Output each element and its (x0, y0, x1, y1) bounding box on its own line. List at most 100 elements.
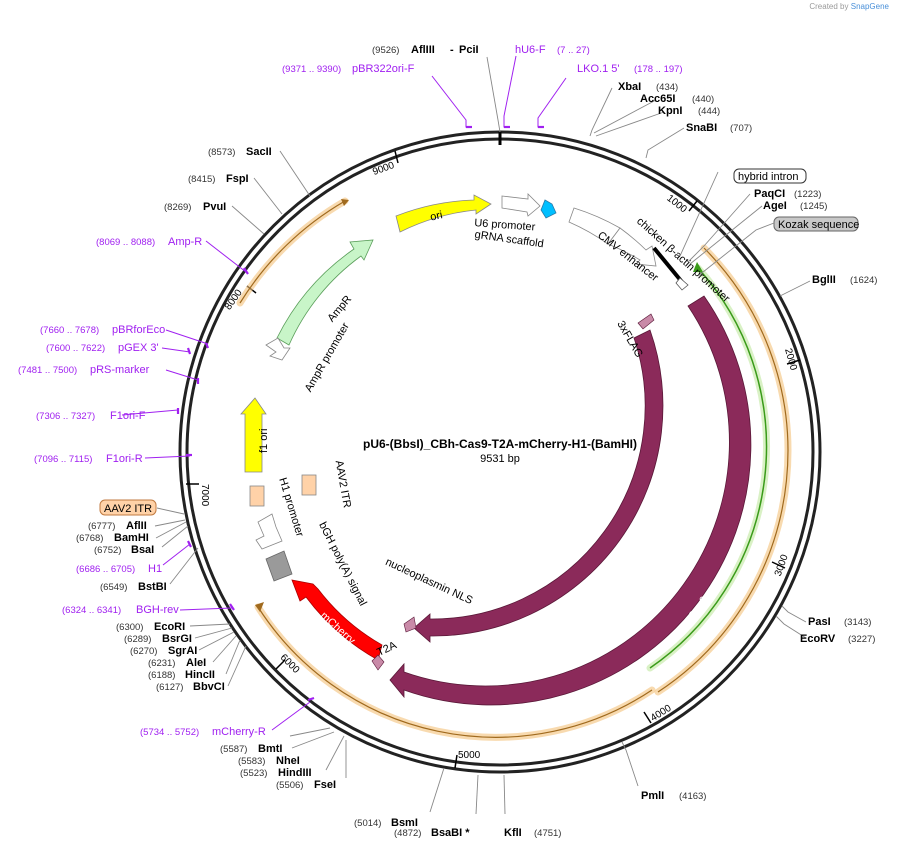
plasmid-title: pU6-(BbsI)_CBh-Cas9-T2A-mCherry-H1-(BamH… (363, 437, 637, 451)
enzyme-pos-aflIII: (9526) (372, 45, 399, 56)
enzyme-xbaI: XbaI (618, 81, 641, 93)
enzyme-pos-bamHI: (6768) (76, 533, 103, 544)
enzyme-pos-bstBI: (6549) (100, 582, 127, 593)
feature-label-f1-ori: f1 ori (258, 429, 270, 453)
enzyme-pos-ecoRI: (6300) (116, 622, 143, 633)
enzyme-ecoRI: EcoRI (154, 621, 185, 633)
label-kozak: Kozak sequence (778, 219, 859, 231)
enzyme-aflIII: AflIII (411, 44, 435, 56)
feature-u6-promoter-arrow[interactable] (501, 193, 541, 217)
enzyme-pos-bsaI: (6752) (94, 545, 121, 556)
primer-range-bgh-rev: (6324 .. 6341) (62, 605, 121, 616)
enzyme-pos-aflII: (6777) (88, 521, 115, 532)
primer-range-hu6-f: (7 .. 27) (557, 45, 590, 56)
feature-label-bgh: bGH poly(A) signal (316, 520, 369, 608)
enzyme-pos-sgrAI: (6270) (130, 646, 157, 657)
primer-range-pgex3: (7600 .. 7622) (46, 343, 105, 354)
box-aav2-itr-left[interactable] (99, 499, 157, 516)
ticks (186, 150, 801, 769)
feature-h1-promoter[interactable] (255, 513, 283, 550)
feature-chicken-actin-arrow[interactable] (607, 227, 657, 267)
enzyme-pos-hincII: (6188) (148, 670, 175, 681)
enzyme-fseI: FseI (314, 779, 336, 791)
primer-prs-marker: pRS-marker (90, 364, 150, 376)
primer-range-lko15: (178 .. 197) (634, 64, 683, 75)
primer-range-amp-r: (8069 .. 8088) (96, 237, 155, 248)
primer-range-prs-marker: (7481 .. 7500) (18, 365, 77, 376)
primer-lko15: LKO.1 5' (577, 63, 619, 75)
feature-ampr-arrow[interactable] (276, 239, 374, 346)
enzyme-aflII: AflII (126, 520, 147, 532)
feature-nucleoplasmin-nls[interactable] (403, 616, 417, 633)
enzyme-fspI: FspI (226, 173, 249, 185)
feature-t2a[interactable] (371, 654, 385, 671)
enzyme-pos-nheI: (5583) (238, 756, 265, 767)
enzyme-pos-bsmI: (5014) (354, 818, 381, 829)
primer-mcherry-r: mCherry-R (212, 726, 266, 738)
orf-arc-ampr-arrow (341, 199, 349, 206)
feature-label-u6-promoter: U6 promoter (474, 217, 536, 233)
enzyme-pos-bmtI: (5587) (220, 744, 247, 755)
primer-range-f1ori-r: (7096 .. 7115) (34, 454, 92, 465)
feature-aav2-itr-inner-left[interactable] (249, 485, 265, 507)
feature-label-ampr: AmpR (325, 293, 354, 324)
box-hybrid-intron[interactable] (733, 168, 807, 184)
primer-f1ori-f: F1ori-F (110, 410, 146, 422)
enzyme-acc65I: Acc65I (640, 93, 675, 105)
enzyme-pos-hindIII: (5523) (240, 768, 267, 779)
feature-mcherry-arrow[interactable] (291, 579, 383, 661)
feature-f1-ori-arrow[interactable] (240, 397, 267, 473)
enzyme-pos-bsaBI: (4872) (394, 828, 421, 839)
primer-h1: H1 (148, 563, 162, 575)
primer-f1ori-r: F1ori-R (106, 453, 143, 465)
tick-label-9000: 9000 (371, 160, 396, 178)
primer-pgex3: pGEX 3' (118, 342, 159, 354)
tick-label-7000: 7000 (199, 484, 210, 507)
feature-ori-arrow[interactable] (395, 194, 492, 233)
feature-label-cas9-inner: Cas9 (641, 561, 664, 589)
feature-aav2-itr-inner-right[interactable] (301, 474, 317, 496)
primer-marks (176, 125, 544, 702)
label-aav2-itr-left: AAV2 ITR (104, 503, 152, 515)
enzyme-pos-acc65I: (440) (692, 94, 714, 105)
enzyme-pos-kpnI: (444) (698, 106, 720, 117)
enzyme-pciI: PciI (459, 44, 479, 56)
plasmid-length: 9531 bp (480, 453, 520, 465)
enzyme-bmtI: BmtI (258, 743, 282, 755)
tick-label-1000: 1000 (664, 193, 689, 216)
enzyme-pciI-dash: - (450, 44, 454, 56)
enzyme-pmlI: PmlI (641, 790, 664, 802)
enzyme-pos-fseI: (5506) (276, 780, 303, 791)
enzyme-pos-sacII: (8573) (208, 147, 235, 158)
enzyme-pos-pvuI: (8269) (164, 202, 191, 213)
feature-ampr-promoter-arrow[interactable] (265, 337, 291, 361)
enzyme-ageI: AgeI (763, 200, 787, 212)
enzyme-bamHI: BamHI (114, 532, 149, 544)
enzyme-bsaBI: BsaBI * (431, 827, 470, 839)
enzyme-hincII: HincII (185, 669, 215, 681)
enzyme-aleI: AleI (186, 657, 206, 669)
feature-bgh-polya[interactable] (265, 550, 293, 582)
enzyme-pasI: PasI (808, 616, 831, 628)
feature-cas9-outer-arrow[interactable] (389, 295, 752, 706)
orf-arc-green-line (649, 267, 768, 669)
enzyme-pos-ecoRV: (3227) (848, 634, 875, 645)
enzyme-pos-snaBI: (707) (730, 123, 752, 134)
feature-kozak-mark (675, 277, 689, 291)
orf-arc-green-arrow (693, 262, 703, 272)
orf-arc-mcherry-line (257, 606, 653, 738)
feature-grna-scaffold[interactable] (540, 199, 557, 219)
feature-label-h1-promoter: H1 promoter (276, 476, 305, 538)
enzyme-bsmI: BsmI (391, 817, 418, 829)
enzyme-pos-aleI: (6231) (148, 658, 175, 669)
primer-range-h1: (6686 .. 6705) (76, 564, 135, 575)
feature-hybrid-intron-bar (652, 246, 684, 284)
enzyme-hindIII: HindIII (278, 767, 312, 779)
enzyme-bsrGI: BsrGI (162, 633, 192, 645)
enzyme-pvuI: PvuI (203, 201, 226, 213)
primer-hu6-f: hU6-F (515, 44, 546, 56)
box-kozak[interactable] (773, 216, 859, 232)
feature-3xflag[interactable] (637, 313, 655, 330)
orf-arc-mcherry-arrow (255, 602, 264, 612)
enzyme-snaBI: SnaBI (686, 122, 717, 134)
